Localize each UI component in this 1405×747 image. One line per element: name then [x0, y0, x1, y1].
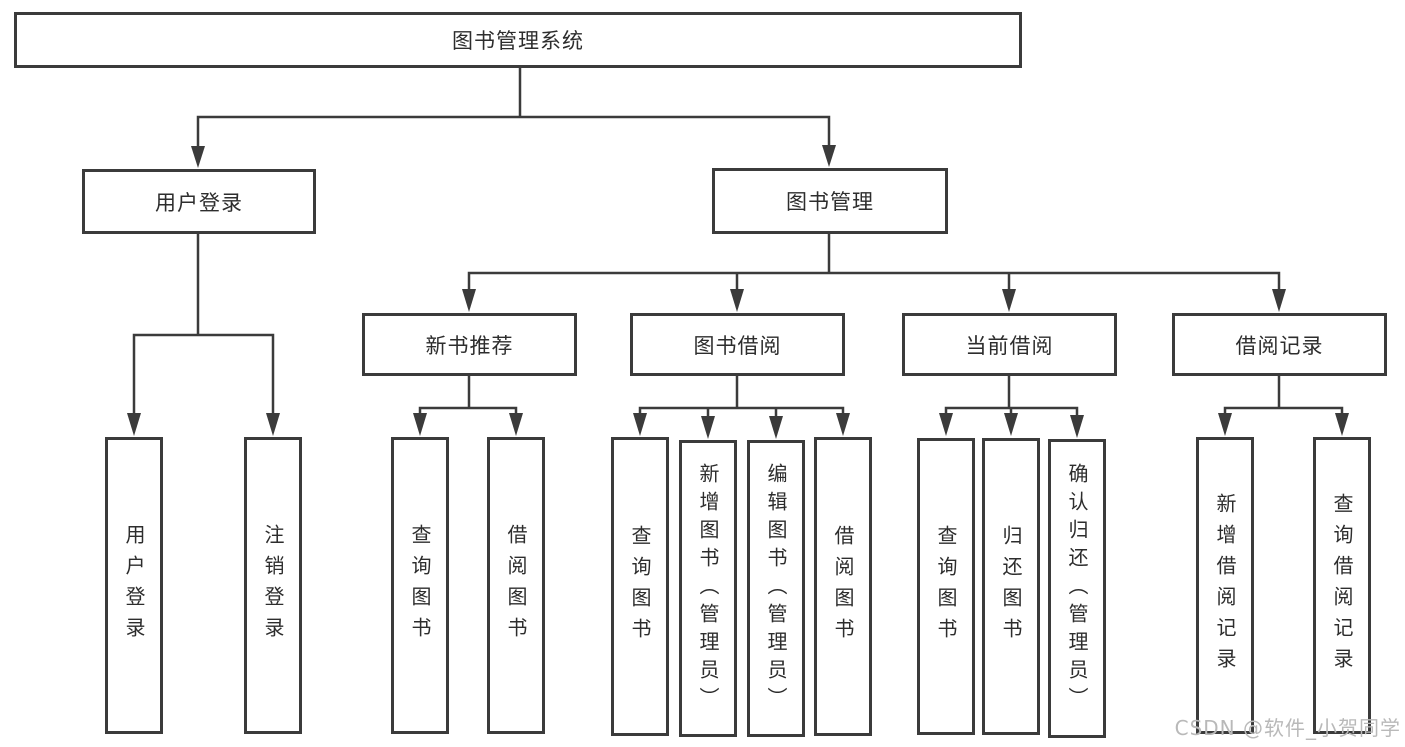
- arrowhead-icons: [127, 145, 1349, 439]
- branch-user-login: [132, 232, 275, 417]
- node-user-login: 用户登录: [82, 169, 316, 234]
- watermark: CSDN @软件_小贺同学: [1174, 716, 1401, 740]
- branch-new-book: [418, 374, 518, 417]
- node-book-borrowing: 图书借阅: [630, 313, 845, 376]
- leaf-query-borrow-record: 查询借阅记录: [1313, 437, 1371, 734]
- node-borrowing-records: 借阅记录: [1172, 313, 1387, 376]
- leaf-query-books-borrowing: 查询图书: [611, 437, 669, 736]
- branch-current-borrowing: [944, 374, 1079, 419]
- node-book-management: 图书管理: [712, 168, 948, 234]
- branch-borrowing-records: [1223, 375, 1344, 417]
- node-library-system: 图书管理系统: [14, 12, 1022, 68]
- branch-root: [196, 66, 831, 150]
- leaf-borrow-books-recommend: 借阅图书: [487, 437, 545, 734]
- branch-book-borrowing: [638, 374, 845, 420]
- leaf-add-books-admin: 新增图书（管理员）: [679, 440, 737, 737]
- leaf-borrow-books-borrowing: 借阅图书: [814, 437, 872, 736]
- branch-book-management: [467, 232, 1281, 293]
- leaf-return-books: 归还图书: [982, 438, 1040, 735]
- leaf-add-borrow-record: 新增借阅记录: [1196, 437, 1254, 734]
- leaf-confirm-return-admin: 确认归还（管理员）: [1048, 439, 1106, 738]
- leaf-user-login: 用户登录: [105, 437, 163, 734]
- node-current-borrowing: 当前借阅: [902, 313, 1117, 376]
- leaf-query-books-current: 查询图书: [917, 438, 975, 735]
- node-new-book-recommendation: 新书推荐: [362, 313, 577, 376]
- leaf-edit-books-admin: 编辑图书（管理员）: [747, 440, 805, 737]
- leaf-query-books-recommend: 查询图书: [391, 437, 449, 734]
- leaf-logout-login: 注销登录: [244, 437, 302, 734]
